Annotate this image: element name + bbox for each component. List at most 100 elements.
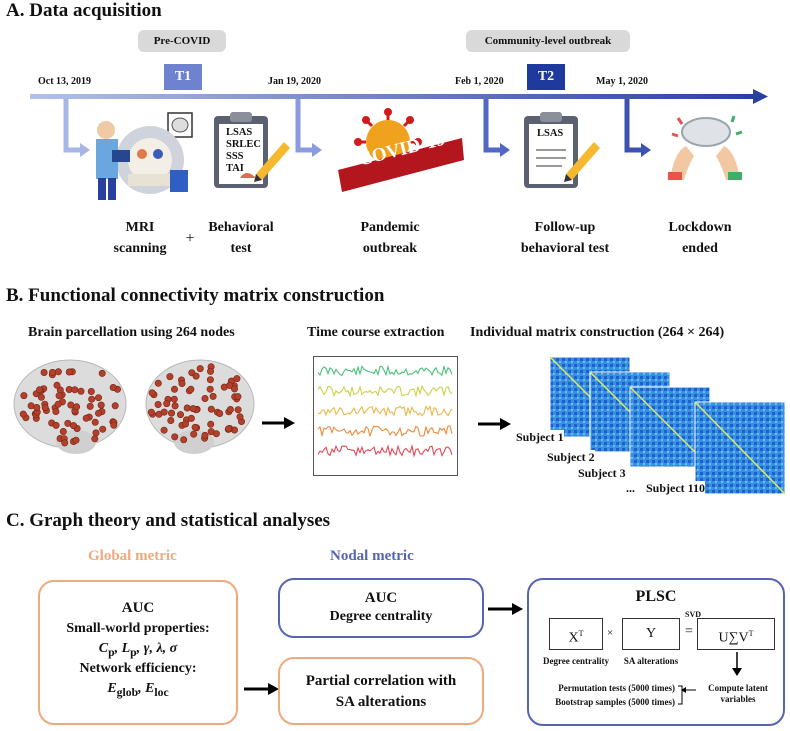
brain-node <box>97 401 105 409</box>
permutation-tests: Permutation tests (5000 times) <box>558 683 675 693</box>
date-feb-1-2020: Feb 1, 2020 <box>455 76 504 87</box>
brain-node <box>201 394 209 402</box>
subject-3-label: Subject 3 <box>578 466 626 481</box>
clipboard-followup-icon <box>524 112 600 188</box>
brain-node <box>166 373 174 381</box>
brain-node <box>86 402 94 410</box>
subject-110-label: Subject 110 <box>646 481 706 496</box>
brain-node <box>20 392 28 400</box>
brain-node <box>95 409 103 417</box>
matrix-x-transpose: XT <box>549 618 603 650</box>
efficiency-symbols: Eglob, Eloc <box>107 680 169 699</box>
brain-node <box>92 429 100 437</box>
brain-node <box>82 414 90 422</box>
matrix-subject-110 <box>694 401 786 495</box>
timeline-bar <box>30 94 755 99</box>
caption-mri-scanning: MRI scanning <box>113 220 167 256</box>
brain-node <box>206 376 214 384</box>
caption-pandemic-outbreak: Pandemic outbreak <box>360 220 420 256</box>
covid-virus-icon <box>338 108 464 192</box>
pre-covid-label: Pre-COVID <box>138 30 226 52</box>
global-auc: AUC <box>121 600 155 616</box>
clipboard-2-item-lsas: LSAS <box>537 128 564 139</box>
subject-2-label: Subject 2 <box>547 450 595 465</box>
clipboard-item-lsas: LSAS <box>226 127 253 138</box>
brain-node <box>216 409 224 417</box>
nodal-metric-label: Nodal metric <box>330 548 414 564</box>
drop-arrow-1 <box>63 99 82 153</box>
brain-node <box>19 410 27 418</box>
timecourse-panel <box>313 356 458 476</box>
brain-node <box>187 414 195 422</box>
caption-behavioral-test: Behavioral test <box>208 220 274 256</box>
brain-node <box>91 418 99 426</box>
t2-badge: T2 <box>527 64 565 90</box>
nodal-auc: AUC <box>364 590 398 606</box>
brain-node <box>212 430 220 438</box>
time-course-label: Time course extraction <box>307 325 445 340</box>
brain-parcellation-label: Brain parcellation using 264 nodes <box>28 325 235 340</box>
degree-centrality-label: Degree centrality <box>329 609 433 624</box>
brain-node <box>187 385 195 393</box>
matrix-construction-label: Individual matrix construction (264 × 26… <box>470 325 725 340</box>
brain-node <box>177 411 185 419</box>
arrow-timecourse-to-matrix <box>478 417 512 435</box>
drop-arrow-3 <box>483 99 502 153</box>
plsc-title: PLSC <box>635 588 677 605</box>
brain-node <box>110 421 118 429</box>
clipboard-item-sss: SSS <box>226 151 244 162</box>
nodal-metric-box: AUC Degree centrality <box>278 578 484 638</box>
brain-node <box>53 381 61 389</box>
brain-node <box>190 430 198 438</box>
brain-node <box>37 393 45 401</box>
brain-node <box>67 401 75 409</box>
brain-node <box>196 365 204 373</box>
arrow-brain-to-timecourse <box>262 417 296 429</box>
caption-followup-test: Follow-up behavioral test <box>520 220 610 256</box>
brain-node <box>52 421 60 429</box>
small-world-symbols: Cp, Lp, γ, λ, σ <box>98 641 178 659</box>
caption-lockdown-ended: Lockdown ended <box>668 220 732 256</box>
brain-node <box>71 386 79 394</box>
clipboard-item-tai: TAI <box>226 163 244 174</box>
brain-node <box>207 420 215 428</box>
timeline-arrowhead <box>753 89 768 104</box>
brain-node <box>48 368 56 376</box>
y-sa-alterations-label: SA alterations <box>623 656 679 666</box>
arrow-global-to-partial <box>244 682 280 700</box>
x-degree-centrality-label: Degree centrality <box>542 656 610 666</box>
brain-node <box>180 436 188 444</box>
brain-node <box>99 425 107 433</box>
brain-node <box>154 400 162 408</box>
brain-node <box>72 436 80 444</box>
clipboard-item-srlec: SRLEC <box>226 139 262 150</box>
compute-latent-variables: Compute latent variables <box>708 683 768 704</box>
global-metric-label: Global metric <box>88 548 177 564</box>
brain-node <box>209 392 217 400</box>
lockdown-celebration-icon <box>668 115 743 180</box>
brain-node <box>41 404 49 412</box>
brain-node <box>61 439 69 447</box>
brain-node <box>225 425 233 433</box>
brain-node <box>170 395 178 403</box>
brain-node <box>160 408 168 416</box>
timeline <box>30 89 768 157</box>
brain-node <box>65 368 73 376</box>
timecourse-trace <box>317 425 453 438</box>
brain-node <box>226 405 234 413</box>
brain-node <box>54 400 62 408</box>
brain-node <box>168 409 176 417</box>
brain-node <box>171 385 179 393</box>
subject-1-label: Subject 1 <box>516 430 564 445</box>
arrow-nodal-to-plsc <box>488 602 524 620</box>
brain-node <box>27 402 35 410</box>
section-a-title: A. Data acquisition <box>6 0 162 21</box>
brain-node <box>91 435 99 443</box>
brain-node <box>54 368 62 376</box>
brain-node <box>88 395 96 403</box>
brain-node <box>201 431 209 439</box>
brain-node <box>233 375 241 383</box>
brain-node <box>226 381 234 389</box>
caption-plus: + <box>185 230 195 247</box>
brain-node <box>207 367 215 375</box>
